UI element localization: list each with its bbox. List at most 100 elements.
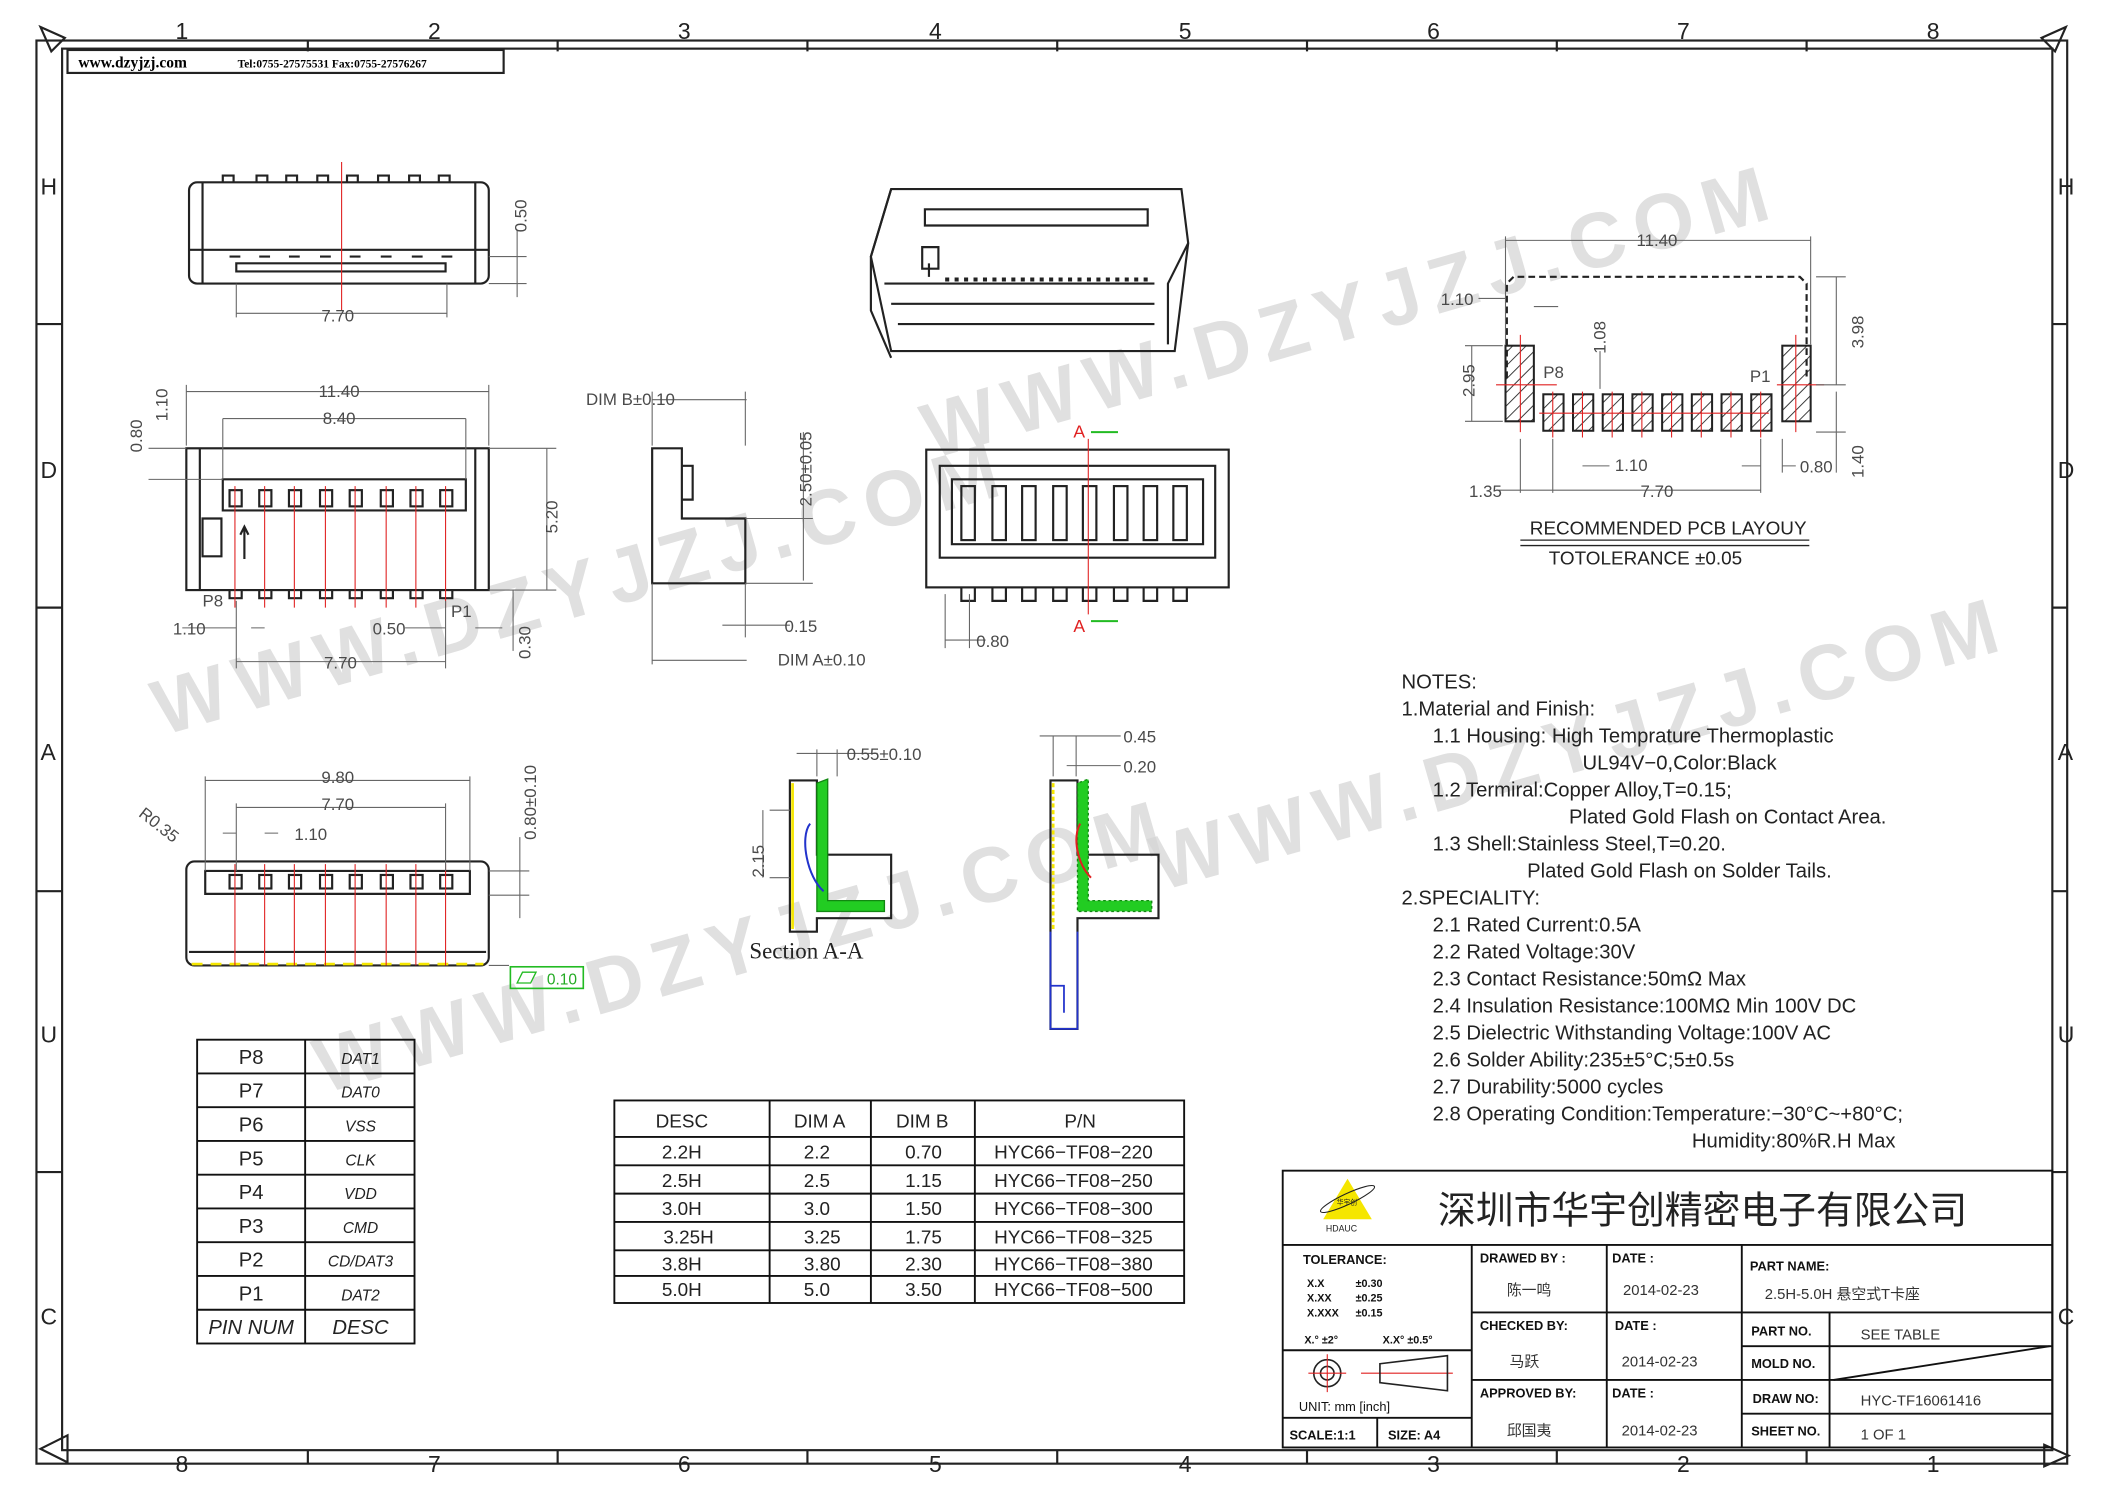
section-title: Section A-A: [749, 939, 863, 964]
tolerance-format: X.XX: [1307, 1293, 1332, 1305]
note-line: Humidity:80%R.H Max: [1692, 1131, 1896, 1153]
pin-number: P8: [239, 1047, 264, 1069]
dim-label: 2.95: [1459, 364, 1478, 397]
zone-ticks: [36, 24, 2072, 1469]
draw-no: HYC-TF16061416: [1861, 1394, 1981, 1410]
date-label: DATE :: [1612, 1250, 1654, 1265]
dim-label: 1.10: [294, 825, 327, 844]
note-line: 1.1 Housing: High Temprature Thermoplast…: [1433, 726, 1834, 748]
outer-frame: [35, 39, 2069, 1465]
note-line: 2.7 Durability:5000 cycles: [1433, 1077, 1664, 1099]
side-view: DIM B±0.10 2.50±0.05 0.15 DIM A±0.10: [586, 390, 866, 670]
svg-text:华宇创: 华宇创: [1337, 1197, 1358, 1206]
approved-by: 邱国夷: [1507, 1422, 1552, 1439]
pin-desc: DAT1: [341, 1051, 380, 1068]
table-cell: 2.5H: [662, 1171, 702, 1192]
table-cell: 3.25H: [663, 1228, 713, 1249]
company-logo: 华宇创 HDAUC: [1319, 1178, 1376, 1233]
size-label: SIZE: A4: [1388, 1427, 1441, 1442]
pin-number: P4: [239, 1182, 264, 1204]
zone-top: 1: [176, 18, 189, 44]
table-cell: HYC66−TF08−300: [994, 1199, 1153, 1220]
note-line: 2.6 Solder Ability:235±5°C;5±0.5s: [1433, 1050, 1735, 1072]
date-label: DATE :: [1612, 1386, 1654, 1401]
tolerance-format: X.X: [1307, 1278, 1325, 1290]
part-name: 2.5H-5.0H 悬空式T卡座: [1765, 1286, 1920, 1303]
pin-number: P3: [239, 1216, 264, 1238]
header-contact: Tel:0755-27575531 Fax:0755-27576267: [238, 59, 427, 71]
table-header: DIM B: [896, 1111, 948, 1132]
dim-label: 0.15: [784, 617, 817, 636]
note-line: 2.8 Operating Condition:Temperature:−30°…: [1433, 1104, 1903, 1126]
note-line: 2.3 Contact Resistance:50mΩ Max: [1433, 969, 1746, 991]
note-line: UL94V−0,Color:Black: [1582, 753, 1777, 775]
dim-label: 1.40: [1848, 445, 1867, 478]
zone-top: 5: [1179, 18, 1192, 44]
dimension-table: DESC DIM A DIM B P/N 2.2H 2.2 0.70 HYC66…: [613, 1099, 1186, 1304]
dim-label: 3.98: [1848, 316, 1867, 349]
dim-label: 0.80: [127, 420, 146, 453]
table-cell: HYC66−TF08−250: [994, 1171, 1153, 1192]
dim-label: 2.15: [749, 845, 768, 878]
table-cell: 0.70: [905, 1143, 942, 1164]
dim-label: 1.35: [1469, 482, 1502, 501]
title-block: 华宇创 HDAUC 深圳市华宇创精密电子有限公司 TOLERANCE: X.X …: [1281, 1169, 2054, 1449]
header-box: [66, 48, 505, 75]
projection-symbol: [1308, 1354, 1453, 1393]
zone-side: C: [2058, 1304, 2075, 1330]
unit-label: UNIT: mm [inch]: [1299, 1399, 1390, 1414]
dim-label: 0.50: [512, 199, 531, 232]
drawed-by: 陈一鸣: [1507, 1281, 1552, 1299]
table-cell: 1.75: [905, 1228, 942, 1249]
table-cell: 3.50: [905, 1280, 942, 1301]
date-label: DATE :: [1615, 1318, 1657, 1333]
table-cell: 1.50: [905, 1199, 942, 1220]
angle-tolerance: X.° ±2°: [1304, 1334, 1338, 1346]
zone-bottom: 6: [678, 1451, 691, 1477]
dim-label: 1.10: [1615, 456, 1648, 475]
table-cell: 5.0: [804, 1280, 830, 1301]
pcb-tolerance: TOTOLERANCE ±0.05: [1549, 548, 1742, 569]
zone-bottom: 1: [1927, 1451, 1940, 1477]
note-line: 2.1 Rated Current:0.5A: [1433, 915, 1642, 937]
dim-label: 11.40: [1636, 231, 1677, 250]
angle-tolerance: X.X° ±0.5°: [1383, 1334, 1433, 1346]
bottom-view: 0.10 9.80 7.70 1.10 R0.35 0.80±0.10: [135, 765, 585, 990]
dim-label: 0.20: [1123, 757, 1156, 776]
dim-label: 0.80: [976, 632, 1009, 651]
tolerance-label: TOLERANCE:: [1303, 1252, 1387, 1267]
dim-label: 7.70: [324, 653, 357, 672]
table-cell: 3.25: [804, 1228, 841, 1249]
zone-side: D: [2058, 457, 2075, 483]
pin-desc: CD/DAT3: [328, 1254, 394, 1271]
note-line: 2.5 Dielectric Withstanding Voltage:100V…: [1433, 1023, 1831, 1045]
zone-side: U: [2058, 1021, 2075, 1047]
dim-label: 0.45: [1123, 728, 1156, 747]
table-cell: HYC66−TF08−380: [994, 1255, 1153, 1276]
zone-top: 2: [428, 18, 441, 44]
note-line: 2.4 Insulation Resistance:100MΩ Min 100V…: [1433, 996, 1857, 1018]
note-line: 2.2 Rated Voltage:30V: [1433, 942, 1636, 964]
sheet-no-label: SHEET NO.: [1751, 1423, 1820, 1438]
zone-top: 3: [678, 18, 691, 44]
pin-desc: VDD: [344, 1186, 377, 1203]
pcb-layout: 11.40 1.10 1.08 3.98 2.95 P8 P1 1.10 0.8…: [1441, 231, 1868, 570]
zone-side: H: [41, 173, 58, 199]
section-marker: A: [1073, 421, 1085, 441]
pin-desc: CMD: [343, 1220, 378, 1237]
pin-number: P7: [239, 1081, 264, 1103]
zone-markers: 1 2 3 4 5 6 7 8 8 7 6 5 4 3 2 1 H D A U …: [41, 18, 2075, 1477]
dim-label: 5.20: [543, 501, 562, 534]
zone-side: A: [2058, 739, 2074, 765]
table-cell: 3.0H: [662, 1199, 702, 1220]
zone-bottom: 2: [1677, 1451, 1690, 1477]
table-cell: 3.80: [804, 1255, 841, 1276]
header-site: www.dzyjzj.com: [78, 55, 187, 72]
top-view: 7.70 0.50: [187, 162, 531, 325]
zone-top: 8: [1927, 18, 1940, 44]
checked-by: 马跃: [1510, 1353, 1540, 1370]
zone-side: C: [41, 1304, 58, 1330]
note-line: 1.2 Termiral:Copper Alloy,T=0.15;: [1433, 780, 1732, 802]
zone-top: 7: [1677, 18, 1690, 44]
note-line: Plated Gold Flash on Contact Area.: [1569, 807, 1886, 829]
